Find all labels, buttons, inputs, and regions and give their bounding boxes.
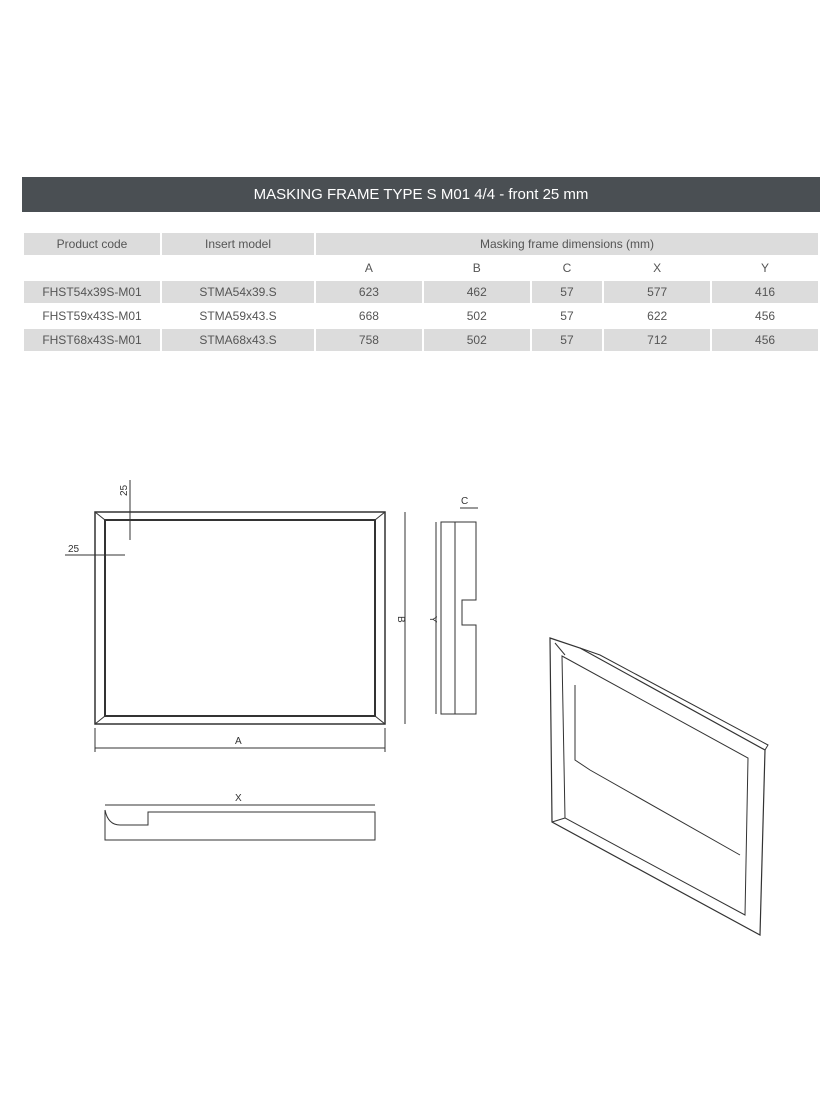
col-x: X (653, 261, 662, 275)
label-y: Y (427, 616, 438, 623)
col-c: C (562, 261, 572, 275)
label-a: A (235, 736, 242, 747)
table-row: FHST54x39S-M01 STMA54x39.S 623 462 57 57… (24, 281, 818, 303)
isometric-view-drawing (549, 637, 769, 936)
cell-x: 577 (604, 281, 711, 303)
cell-code: FHST68x43S-M01 (24, 329, 160, 351)
cell-b: 502 (423, 329, 530, 351)
cell-a: 668 (358, 309, 379, 323)
cell-code: FHST59x43S-M01 (42, 309, 142, 323)
technical-drawings: 25 25 A B C Y X (65, 480, 769, 936)
cell-c: 57 (531, 281, 603, 303)
label-left-margin: 25 (68, 544, 80, 555)
label-top-margin: 25 (119, 484, 130, 496)
table-header-row: Product code Insert model Masking frame … (24, 233, 818, 255)
cell-x: 712 (604, 329, 711, 351)
cell-model: STMA59x43.S (199, 309, 277, 323)
table-row: FHST68x43S-M01 STMA68x43.S 758 502 57 71… (24, 329, 818, 351)
label-b: B (395, 616, 406, 623)
cell-c: 57 (531, 329, 603, 351)
cell-y: 416 (712, 281, 818, 303)
cell-model: STMA54x39.S (162, 281, 314, 303)
front-view-drawing: 25 25 A B (65, 480, 406, 752)
col-y: Y (761, 261, 770, 275)
cell-b: 462 (423, 281, 530, 303)
bottom-view-drawing: X (104, 793, 376, 841)
cell-model: STMA68x43.S (162, 329, 314, 351)
cell-x: 622 (647, 309, 668, 323)
cell-c: 57 (560, 309, 574, 323)
header-dimensions: Masking frame dimensions (mm) (316, 233, 818, 255)
table-row: FHST59x43S-M01 STMA59x43.S 668 502 57 62… (24, 305, 818, 327)
header-product-code: Product code (24, 233, 160, 255)
col-a: A (364, 261, 373, 275)
table-subheader-row: A B C X Y (24, 257, 818, 279)
cell-y: 456 (712, 329, 818, 351)
dimensions-table: Product code Insert model Masking frame … (22, 231, 820, 353)
label-x: X (235, 793, 242, 804)
section-banner: MASKING FRAME TYPE S M01 4/4 - front 25 … (22, 177, 820, 212)
cell-y: 456 (755, 309, 776, 323)
col-b: B (472, 261, 481, 275)
cell-b: 502 (466, 309, 487, 323)
banner-title: MASKING FRAME TYPE S M01 4/4 - front 25 … (253, 186, 589, 203)
side-view-drawing: C Y (427, 496, 478, 715)
cell-code: FHST54x39S-M01 (24, 281, 160, 303)
header-insert-model: Insert model (162, 233, 314, 255)
cell-a: 758 (316, 329, 422, 351)
label-c: C (461, 496, 468, 507)
cell-a: 623 (316, 281, 422, 303)
